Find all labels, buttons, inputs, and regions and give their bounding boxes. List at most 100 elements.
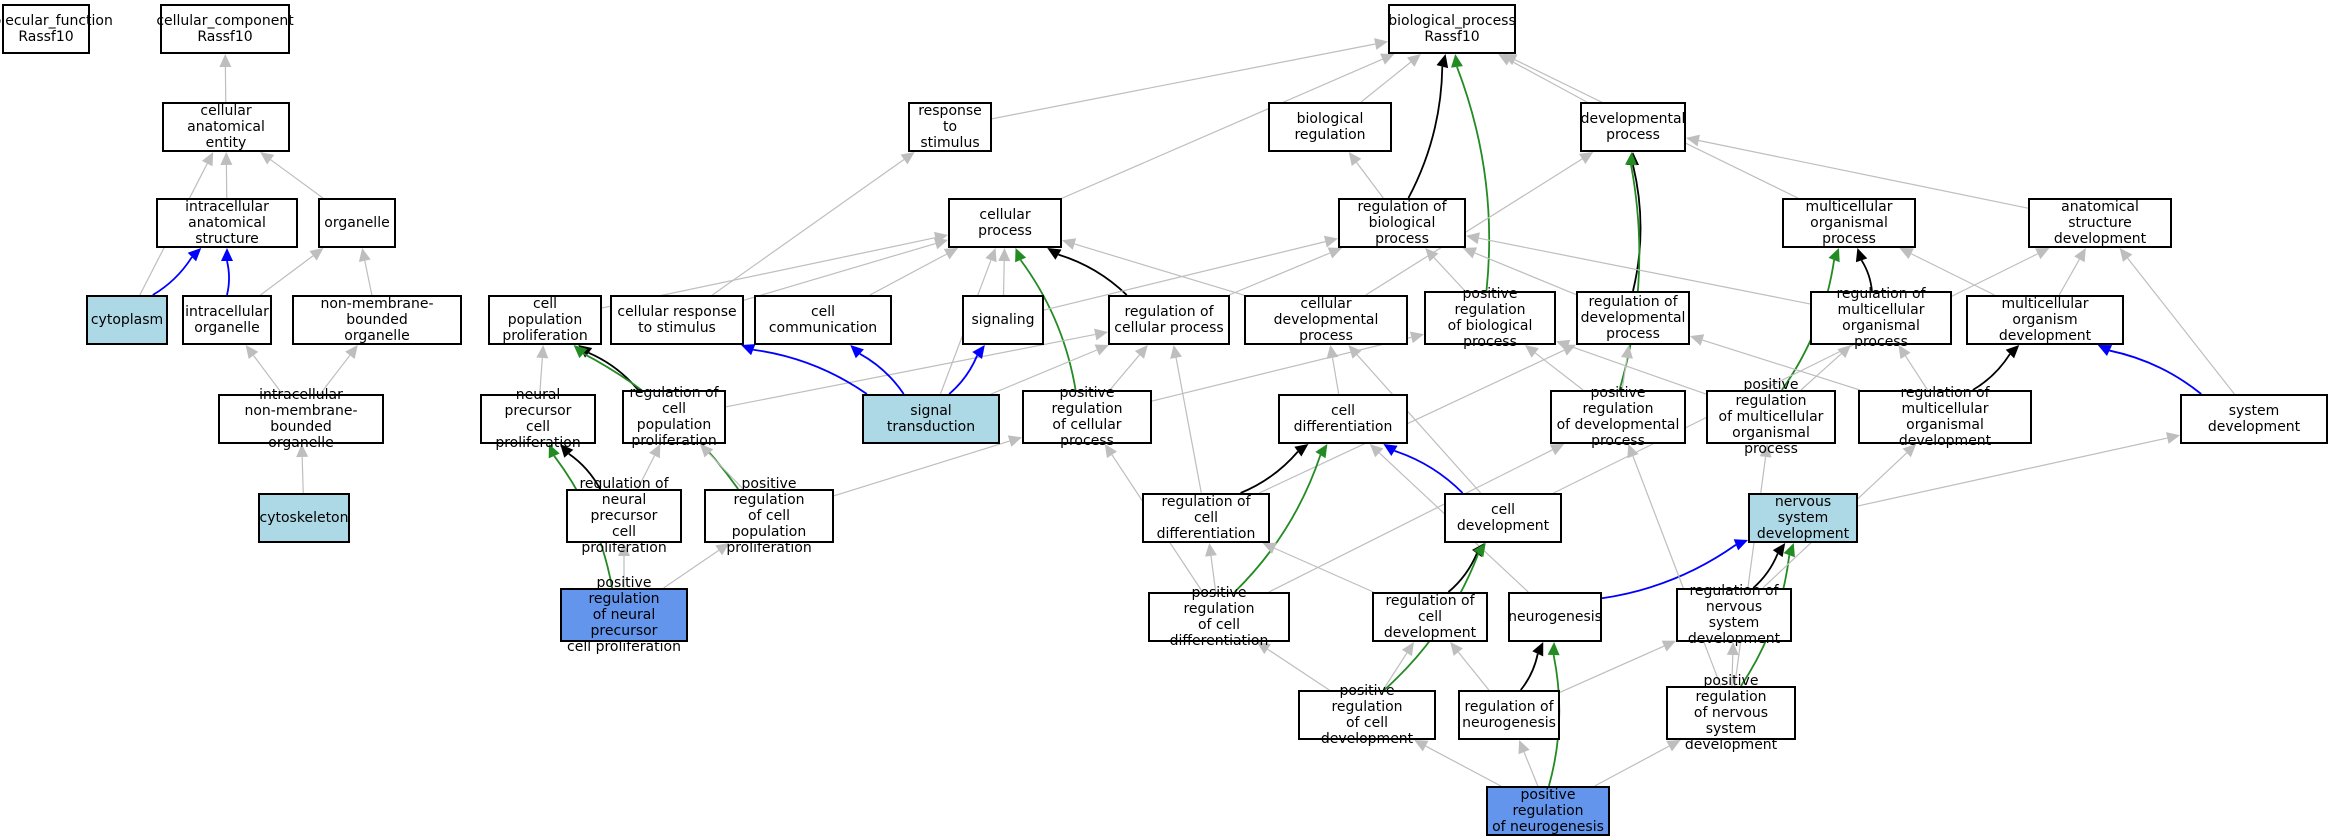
edge-st-to-crs [753, 348, 868, 395]
edge-arrowhead [1772, 543, 1786, 558]
edge-arrowhead [1062, 238, 1077, 250]
go-term-node-ias: intracellular anatomical structure [156, 198, 298, 248]
edge-rmod-to-mod [1972, 353, 2011, 391]
go-term-node-prcdev: positive regulation of cell development [1298, 683, 1436, 747]
edge-prcd-to-rcd [1210, 555, 1217, 593]
go-term-node-rnsd: regulation of nervous system development [1676, 583, 1792, 647]
edge-io-to-org [260, 255, 314, 296]
go-term-label: signal transduction [886, 403, 976, 435]
go-term-label: biological_process Rassf10 [1388, 13, 1516, 45]
edge-arrowhead [1348, 345, 1362, 359]
edge-inmbo-to-nmbo [319, 354, 351, 395]
edge-arrowhead [1621, 345, 1633, 359]
edge-cdev-to-cdiff [1394, 449, 1464, 494]
edge-arrowhead [221, 248, 233, 261]
edge-arrowhead [1406, 54, 1421, 67]
edge-arrowhead [1473, 543, 1486, 558]
go-term-node-sd: system development [2180, 394, 2328, 444]
go-term-node-rcpp: regulation of cell population proliferat… [622, 385, 726, 449]
go-term-label: regulation of cell development [1383, 593, 1477, 641]
go-term-label: positive regulation of developmental pro… [1556, 385, 1680, 449]
edge-arrowhead [1547, 642, 1560, 656]
go-term-node-mf: molecular_function Rassf10 [0, 4, 113, 54]
edge-arrowhead [1898, 345, 1911, 360]
edge-sd-to-mod [2109, 349, 2202, 395]
edge-prcp-to-cp [1019, 259, 1077, 391]
go-term-node-cdiff: cell differentiation [1278, 394, 1408, 444]
edge-arrowhead [1262, 542, 1277, 554]
edge-arrowhead [201, 152, 214, 167]
edge-arrowhead [1348, 152, 1362, 166]
go-term-label: positive regulation of nervous system de… [1684, 673, 1778, 753]
edge-arrowhead [1327, 247, 1342, 259]
edge-prmop-to-rmop [1800, 353, 1842, 391]
edge-arrowhead [1414, 740, 1429, 752]
edge-st-to-sig [948, 355, 979, 395]
edge-rnpcp-to-npcp [568, 452, 601, 490]
go-term-label: cellular process [978, 207, 1032, 239]
edge-arrowhead [220, 152, 233, 166]
edge-arrowhead [358, 248, 371, 262]
edge-arrowhead [2119, 248, 2133, 262]
go-term-node-breg: biological regulation [1268, 102, 1392, 152]
go-term-node-prcp: positive regulation of cellular process [1022, 385, 1152, 449]
edge-sig-to-rbp [1043, 241, 1326, 311]
edge-arrowhead [1104, 444, 1117, 459]
go-term-label: regulation of multicellular organismal p… [1836, 286, 1926, 350]
go-term-label: cytoplasm [90, 312, 164, 328]
edge-arrowhead [548, 444, 560, 459]
edge-arrowhead [1899, 248, 1914, 260]
go-term-label: organelle [324, 215, 390, 231]
edge-prmop-to-prbp [1568, 345, 1707, 395]
edge-prdp-to-prbp [1534, 352, 1584, 391]
edge-arrowhead [2035, 248, 2050, 260]
edge-arrowhead [1401, 642, 1414, 657]
edge-rmop-to-mop [1860, 259, 1873, 292]
edge-arrowhead [2097, 345, 2113, 356]
edge-arrowhead [1170, 345, 1182, 359]
edge-nsd-to-sd [1857, 437, 2168, 507]
go-term-node-rbp: regulation of biological process [1338, 198, 1466, 248]
go-term-label: anatomical structure development [2053, 199, 2147, 247]
edge-prng-to-prnsd [1594, 745, 1670, 787]
go-term-node-dev: developmental process [1580, 102, 1686, 152]
go-term-label: intracellular organelle [185, 304, 269, 336]
go-term-node-rcp: regulation of cellular process [1108, 295, 1230, 345]
edge-cdev-to-cdp [1356, 354, 1482, 494]
go-term-label: multicellular organismal process [1805, 199, 1893, 247]
edge-dev-to-bp [1509, 59, 1588, 103]
edge-prbp-to-rbp [1433, 257, 1466, 292]
go-term-label: positive regulation of cell development [1320, 683, 1414, 747]
edge-arrowhead [1462, 247, 1478, 259]
go-term-node-bp: biological_process Rassf10 [1388, 4, 1516, 54]
edge-prdp-to-rdp [1621, 357, 1628, 391]
edge-cc2-to-cp [869, 253, 947, 296]
edge-rng-to-rcdev [1457, 651, 1490, 691]
edge-arrowhead [1661, 640, 1676, 652]
edge-arrowhead [1549, 444, 1565, 456]
edge-prng-to-rng [1523, 751, 1539, 787]
edge-arrowhead [573, 345, 588, 359]
edge-mod-to-asd [2058, 259, 2080, 296]
edge-prbp-to-bp [1456, 66, 1491, 292]
go-term-label: positive regulation of neural precursor … [567, 575, 681, 655]
edge-arrowhead [1315, 444, 1328, 459]
go-term-node-nsd: nervous system development [1748, 493, 1858, 543]
go-term-label: regulation of neurogenesis [1462, 699, 1556, 731]
go-term-node-mop: multicellular organismal process [1782, 198, 1916, 248]
edge-arrowhead [1855, 248, 1868, 263]
go-term-node-org: organelle [318, 198, 396, 248]
go-term-label: cell communication [768, 304, 878, 336]
edge-arrowhead [741, 344, 756, 356]
go-term-node-crs: cellular response to stimulus [610, 295, 744, 345]
edge-io-to-ias [226, 260, 230, 296]
go-term-label: regulation of cellular process [1114, 304, 1224, 336]
edge-rcdev-to-rcd [1274, 547, 1374, 593]
edge-prcp-to-rcp [1109, 354, 1140, 391]
edge-rcd-to-cdiff [1240, 451, 1299, 494]
edge-arrowhead [1374, 38, 1388, 50]
edge-rcp-to-cp [1058, 253, 1128, 296]
edge-arrowhead [1518, 740, 1530, 755]
edge-arrowhead [260, 152, 275, 165]
